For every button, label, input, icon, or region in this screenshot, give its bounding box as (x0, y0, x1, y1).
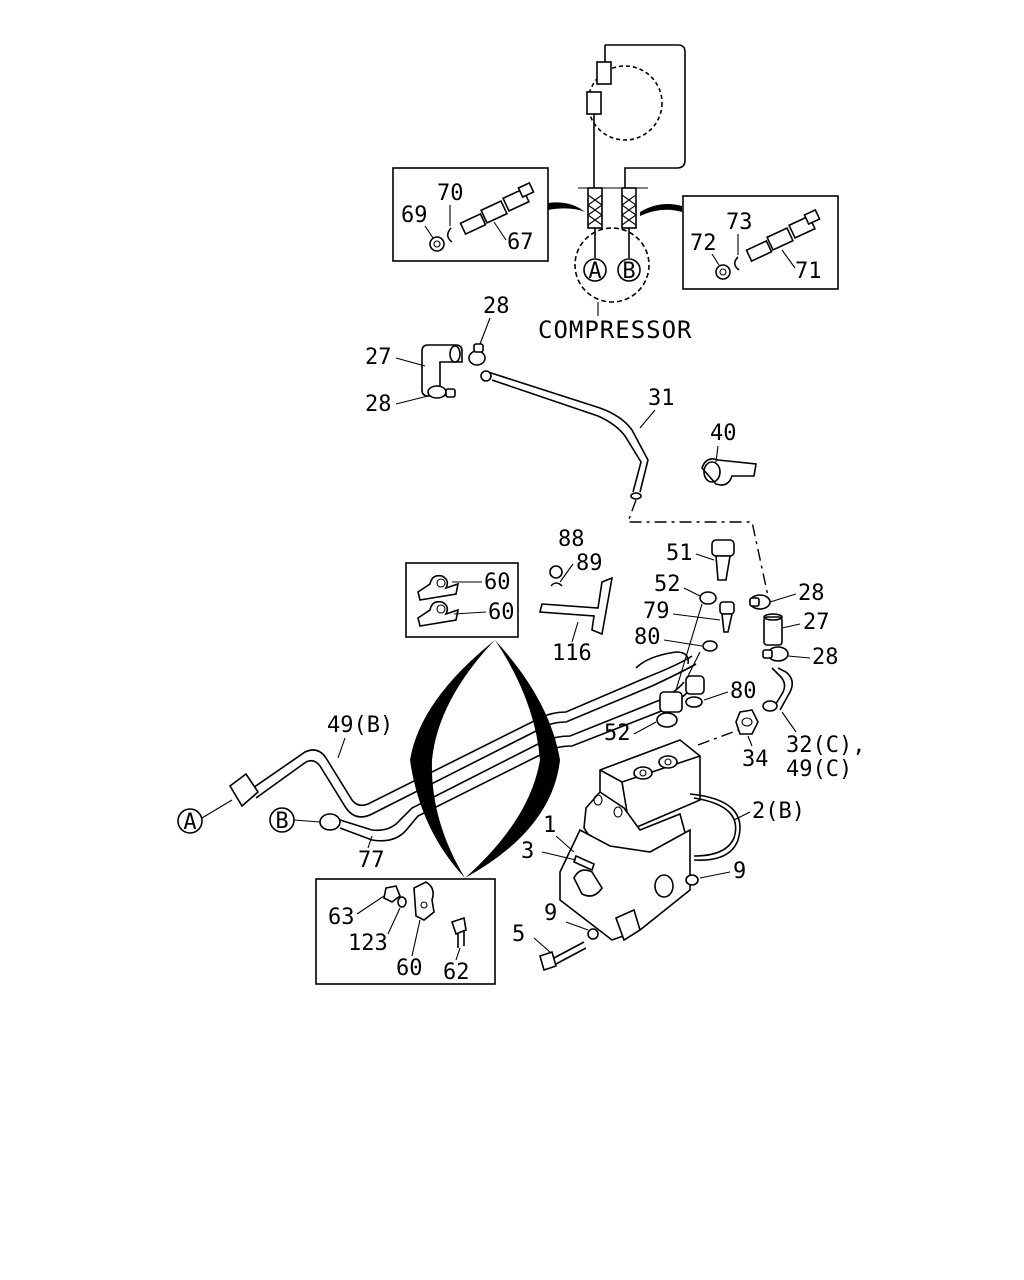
clip-detail-pointer (410, 640, 560, 878)
pump-hardware: 3 9 9 5 (512, 839, 746, 972)
ref-b-left: B (275, 809, 288, 834)
label-73: 73 (726, 210, 753, 235)
bracket-116: 88 89 116 (538, 527, 614, 666)
label-40: 40 (710, 421, 737, 446)
pipe-49b: A 49(B) (177, 655, 697, 835)
pump-assembly: 1 2(B) (543, 739, 805, 942)
label-49c: 49(C) (786, 757, 852, 782)
label-49b: 49(B) (327, 713, 393, 738)
label-80-bottom: 80 (730, 679, 757, 704)
union-fitting-71 (745, 208, 821, 263)
label-69: 69 (401, 203, 428, 228)
label-34: 34 (742, 747, 769, 772)
label-116: 116 (552, 641, 592, 666)
label-88: 88 (558, 527, 585, 552)
label-31: 31 (648, 386, 675, 411)
label-51: 51 (666, 541, 693, 566)
ref-a-left: A (183, 810, 196, 835)
label-28-mid: 28 (365, 392, 392, 417)
label-3: 3 (521, 839, 534, 864)
inset-fittings-b: 72 73 71 (682, 195, 839, 290)
label-89: 89 (576, 551, 603, 576)
label-80-top: 80 (634, 625, 661, 650)
inset-clamps-60: 60 60 (405, 562, 519, 638)
label-27-right: 27 (803, 610, 830, 635)
hose-a (587, 187, 603, 229)
label-52-bottom: 52 (604, 721, 631, 746)
label-32c: 32(C), (786, 733, 865, 758)
label-71: 71 (795, 259, 822, 284)
label-52-top: 52 (654, 572, 681, 597)
inset-fittings-a: 69 70 67 (392, 167, 549, 262)
upper-hose-assembly: 28 27 28 31 (365, 294, 675, 500)
clamp-40: 40 (701, 421, 757, 486)
label-62: 62 (443, 960, 470, 985)
label-2b: 2(B) (752, 799, 805, 824)
banjo-fittings: 51 52 79 80 80 52 (604, 539, 757, 746)
union-fitting-67 (459, 181, 535, 236)
label-72: 72 (690, 231, 717, 256)
label-1: 1 (543, 813, 556, 838)
label-9-right: 9 (733, 859, 746, 884)
label-63: 63 (328, 905, 355, 930)
label-60-inset-top: 60 (484, 570, 511, 595)
label-67: 67 (507, 230, 534, 255)
inset-clip-hardware: 63 123 60 62 (315, 878, 496, 985)
label-79: 79 (643, 599, 670, 624)
right-hose-assembly: 28 27 28 32(C), 49(C) 34 (735, 581, 865, 782)
pipe-31 (480, 370, 649, 500)
label-28-right-top: 28 (798, 581, 825, 606)
hose-b (621, 187, 637, 229)
label-9-left: 9 (544, 901, 557, 926)
label-77: 77 (358, 848, 385, 873)
label-5: 5 (512, 922, 525, 947)
compressor-label: COMPRESSOR (538, 316, 693, 344)
label-28-top: 28 (483, 294, 510, 319)
label-27-top: 27 (365, 345, 392, 370)
compressor-port-b-label: B (622, 259, 635, 284)
label-60-bottom: 60 (396, 956, 423, 981)
label-28-right-bottom: 28 (812, 645, 839, 670)
label-70: 70 (437, 181, 464, 206)
compressor-port-a-label: A (588, 259, 601, 284)
compressor-body: A B COMPRESSOR (538, 44, 693, 344)
label-123: 123 (348, 931, 388, 956)
label-60-inset-bottom: 60 (488, 600, 515, 625)
